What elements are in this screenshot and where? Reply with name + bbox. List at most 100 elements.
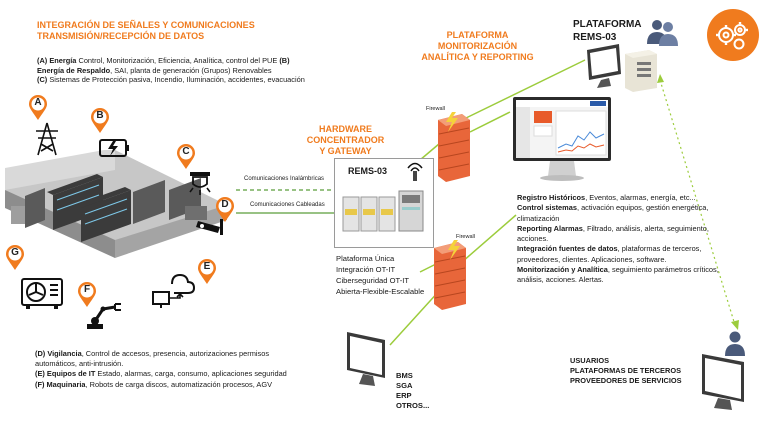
systems-monitor-image	[347, 332, 385, 386]
signals-item-protection: (C) Sistemas de Protección pasiva, Incen…	[37, 75, 382, 85]
gateway-modules-image	[342, 190, 424, 232]
systems-list: BMS SGA ERP OTROS...	[396, 371, 429, 411]
feature-control-label: Control sistemas	[517, 203, 577, 213]
dashboard-monitor-image	[513, 97, 611, 181]
service-providers-label: PROVEEDORES DE SERVICIOS	[570, 376, 682, 385]
feature-reporting-label: Reporting Alarmas	[517, 223, 583, 233]
pin-a-label: A	[34, 97, 42, 108]
signals-item-maquinaria-label: (F) Maquinaria	[35, 379, 86, 389]
signals-item-vigilancia-label: (D) Vigilancia	[35, 349, 82, 358]
power-tower-icon	[36, 122, 58, 156]
feature-reporting: Reporting Alarmas, Filtrado, análisis, a…	[517, 224, 762, 234]
wired-link-label: Comunicaciones Cableadas	[250, 202, 325, 208]
signals-item-energy-text: Control, Monitorización, Eficiencia, Ana…	[76, 56, 278, 65]
firewall-bottom-icon	[434, 240, 466, 310]
system-erp: ERP	[396, 391, 412, 400]
fire-alarm-icon	[189, 172, 211, 195]
feature-reporting-cont: acciones.	[517, 234, 549, 244]
signals-item-energy-tail: (B)	[277, 56, 290, 65]
pin-b-label: B	[96, 110, 104, 121]
feature-integracion-cont: proveedores, clientes. Aplicaciones, sof…	[517, 254, 667, 264]
signals-item-it: (E) Equipos de IT Estado, alarmas, carga…	[35, 369, 335, 379]
feature-reporting-text: , Filtrado, análisis, alerta, seguimient…	[582, 223, 709, 233]
gateway-feature-2: Integración OT-IT	[336, 265, 396, 274]
platform-monitoring-title: PLATAFORMA MONITORIZACIÓN ANALÍTICA Y RE…	[410, 30, 545, 63]
feature-integracion: Integración fuentes de datos, plataforma…	[517, 244, 762, 254]
pin-g-label: G	[11, 247, 19, 258]
feature-control-cont: climatización	[517, 213, 560, 223]
gateway-device-name: REMS-03	[348, 166, 388, 176]
users-group-icon	[647, 20, 678, 46]
signals-item-backup-label: Energía de Respaldo	[37, 65, 111, 75]
battery-charging-icon	[99, 139, 129, 157]
firewall-top-label: Firewall	[426, 106, 445, 112]
signals-item-vigilancia-text: , Control de accesos, presencia, autoriz…	[81, 349, 270, 358]
signals-item-vigilancia-cont: automáticos, anti-intrusión.	[35, 359, 124, 369]
pin-d: D	[215, 197, 235, 223]
signals-item-it-text: Estado, alarmas, carga, consumo, aplicac…	[95, 369, 287, 379]
server-workstation-image	[587, 44, 657, 92]
signals-title-line1: INTEGRACIÓN DE SEÑALES Y COMUNICACIONES	[37, 20, 255, 30]
pin-e: E	[197, 259, 217, 285]
gateway-feature-1: Plataforma Única	[336, 254, 395, 263]
signals-item-energy: (A) Energía Control, Monitorización, Efi…	[37, 56, 382, 66]
signals-description-bottom: (D) Vigilancia, Control de accesos, pres…	[35, 349, 335, 390]
pin-f: F	[77, 282, 97, 308]
signals-item-backup-text: , SAI, planta de generación (Grupos) Ren…	[110, 65, 272, 75]
signals-item-energy-label: (A) Energía	[37, 56, 77, 65]
signals-description: (A) Energía Control, Monitorización, Efi…	[37, 56, 382, 85]
platform-name-line1: PLATAFORMA	[573, 19, 642, 30]
signals-item-vigilancia: (D) Vigilancia, Control de accesos, pres…	[35, 349, 335, 359]
system-sga: SGA	[396, 381, 413, 390]
platform-name: PLATAFORMA REMS-03	[573, 18, 642, 44]
platform-name-line2: REMS-03	[573, 32, 617, 43]
datacenter-illustration	[5, 150, 227, 258]
signals-item-protection-text: Sistemas de Protección pasiva, Incendio,…	[47, 75, 305, 85]
wireless-antenna-icon	[407, 162, 423, 181]
signals-item-protection-label: (C)	[37, 75, 48, 85]
pin-e-label: E	[203, 261, 211, 272]
signals-item-backup: Energía de Respaldo, SAI, planta de gene…	[37, 66, 382, 76]
pin-d-label: D	[221, 199, 229, 210]
platform-monitoring-title-line1: PLATAFORMA MONITORIZACIÓN	[437, 30, 518, 51]
gateway-box: REMS-03	[334, 158, 434, 248]
feature-monitorizacion-cont: análisis, acciones. Alertas.	[517, 275, 604, 285]
feature-historicos: Registro Históricos, Eventos, alarmas, e…	[517, 193, 762, 203]
feature-control-text: , activación equipos, gestión energética…	[576, 203, 709, 213]
platform-features-list: Registro Históricos, Eventos, alarmas, e…	[517, 193, 762, 286]
system-bms: BMS	[396, 371, 413, 380]
pin-c: C	[176, 144, 196, 170]
gateway-title: HARDWARE CONCENTRADOR Y GATEWAY	[293, 124, 398, 157]
users-label: USUARIOS	[570, 356, 610, 365]
user-monitor-image	[702, 354, 744, 410]
signals-title-line2: TRANSMISIÓN/RECEPCIÓN DE DATOS	[37, 31, 205, 41]
firewall-bottom-label: Firewall	[456, 234, 475, 240]
signals-item-maquinaria: (F) Maquinaria, Robots de carga discos, …	[35, 380, 335, 390]
platform-monitoring-title-line2: ANALÍTICA Y REPORTING	[421, 52, 534, 62]
hvac-unit-icon	[21, 278, 63, 309]
pin-g: G	[5, 245, 25, 271]
pin-f-label: F	[83, 284, 91, 295]
feature-historicos-label: Registro Históricos	[517, 193, 586, 202]
gateway-title-line1: HARDWARE CONCENTRADOR	[306, 124, 385, 145]
gateway-feature-3: Ciberseguridad OT-IT	[336, 276, 410, 285]
gears-icon	[707, 9, 759, 61]
wireless-link-label: Comunicaciones Inalámbricas	[244, 176, 325, 182]
gateway-title-line2: Y GATEWAY	[319, 146, 372, 156]
security-camera-icon	[196, 219, 223, 235]
signals-item-maquinaria-text: , Robots de carga discos, automatización…	[85, 379, 273, 389]
feature-monitorizacion: Monitorización y Analítica, seguimiento …	[517, 265, 762, 275]
feature-monitorizacion-label: Monitorización y Analítica	[517, 265, 608, 275]
system-otros: OTROS...	[396, 401, 430, 410]
feature-control: Control sistemas, activación equipos, ge…	[517, 203, 762, 213]
feature-monitorizacion-text: , seguimiento parámetros críticos,	[607, 265, 719, 275]
feature-integracion-text: , plataformas de terceros,	[617, 244, 702, 254]
users-list: USUARIOS PLATAFORMAS DE TERCEROS PROVEED…	[570, 356, 682, 386]
feature-historicos-text: , Eventos, alarmas, energía, etc...	[585, 193, 696, 202]
gateway-features: Plataforma Única Integración OT-IT Ciber…	[336, 253, 424, 297]
user-icon	[725, 331, 745, 356]
pin-b: B	[90, 108, 110, 134]
third-party-platforms-label: PLATAFORMAS DE TERCEROS	[570, 366, 681, 375]
pin-a: A	[28, 95, 48, 121]
